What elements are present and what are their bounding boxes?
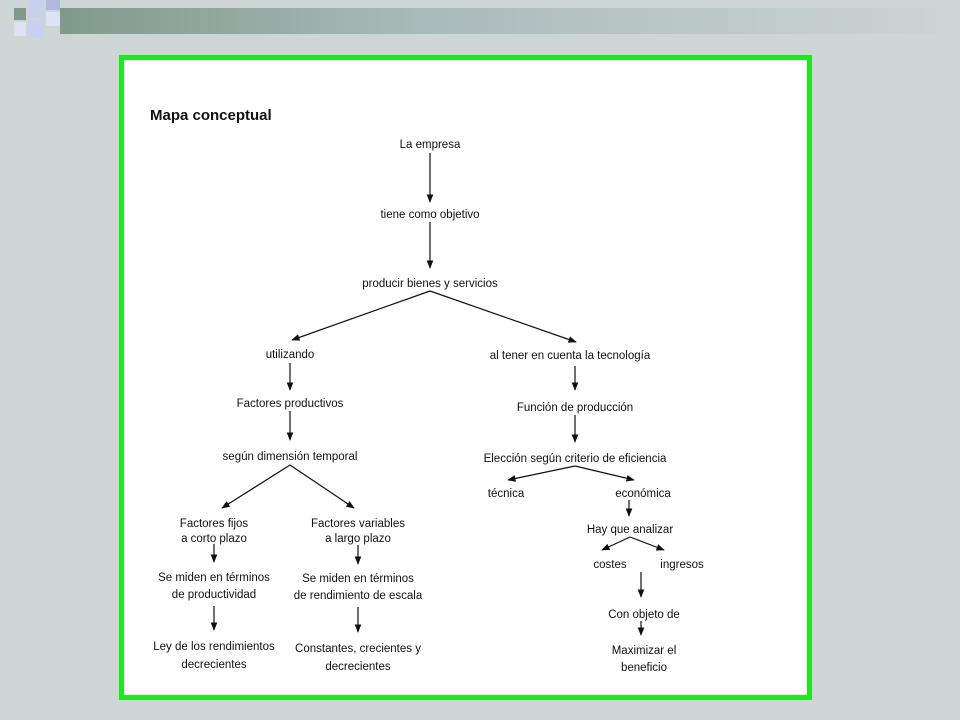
node-con-objeto-de: Con objeto de <box>608 609 680 621</box>
node-maximizar: beneficio <box>621 662 667 674</box>
node-economica: económica <box>615 488 671 500</box>
node-factores-variables: Factores variables <box>311 518 405 530</box>
decor-square <box>28 20 44 38</box>
node-factores-fijos: a corto plazo <box>181 533 247 545</box>
node-rendimiento-escala: de rendimiento de escala <box>294 590 423 602</box>
node-factores-productivos: Factores productivos <box>237 398 344 410</box>
edge <box>429 290 577 343</box>
nodes: La empresa tiene como objetivo producir … <box>153 139 704 674</box>
node-producir: producir bienes y servicios <box>362 278 498 290</box>
diagram-frame: Mapa conceptual La e <box>119 55 812 700</box>
edge <box>629 536 665 551</box>
diagram-title: Mapa conceptual <box>150 107 272 124</box>
node-factores-fijos: Factores fijos <box>180 518 249 530</box>
edge <box>291 290 431 341</box>
node-la-empresa: La empresa <box>400 139 461 151</box>
node-constantes: Constantes, crecientes y <box>295 643 421 655</box>
node-constantes: decrecientes <box>325 661 390 673</box>
edge <box>221 464 291 509</box>
node-productividad: Se miden en términos <box>158 572 270 584</box>
node-eleccion: Elección según criterio de eficiencia <box>484 453 667 465</box>
node-tecnologia: al tener en cuenta la tecnología <box>490 350 651 362</box>
node-ley-rendimientos: Ley de los rendimientos <box>153 641 275 653</box>
edge <box>601 536 631 551</box>
decor-square <box>46 0 60 10</box>
node-hay-que-analizar: Hay que analizar <box>587 524 673 536</box>
slide-header-bar <box>0 0 960 40</box>
node-factores-variables: a largo plazo <box>325 533 391 545</box>
header-gradient <box>60 8 960 34</box>
edge <box>574 465 635 482</box>
node-maximizar: Maximizar el <box>612 645 677 657</box>
node-tiene-como-objetivo: tiene como objetivo <box>380 209 479 221</box>
node-ley-rendimientos: decrecientes <box>181 659 246 671</box>
concept-map: Mapa conceptual La e <box>150 107 704 674</box>
node-utilizando: utilizando <box>266 349 315 361</box>
edge <box>507 465 576 482</box>
node-rendimiento-escala: Se miden en términos <box>302 573 414 585</box>
node-dimension-temporal: según dimensión temporal <box>223 451 358 463</box>
decor-square <box>28 0 44 18</box>
node-funcion-produccion: Función de producción <box>517 402 633 414</box>
node-productividad: de productividad <box>172 589 256 601</box>
node-tecnica: técnica <box>488 488 525 500</box>
edges <box>210 153 665 636</box>
node-ingresos: ingresos <box>660 559 704 571</box>
node-costes: costes <box>593 559 626 571</box>
edge <box>289 464 355 509</box>
decor-square <box>14 22 26 36</box>
decor-square <box>46 12 60 26</box>
decor-square <box>14 8 26 20</box>
